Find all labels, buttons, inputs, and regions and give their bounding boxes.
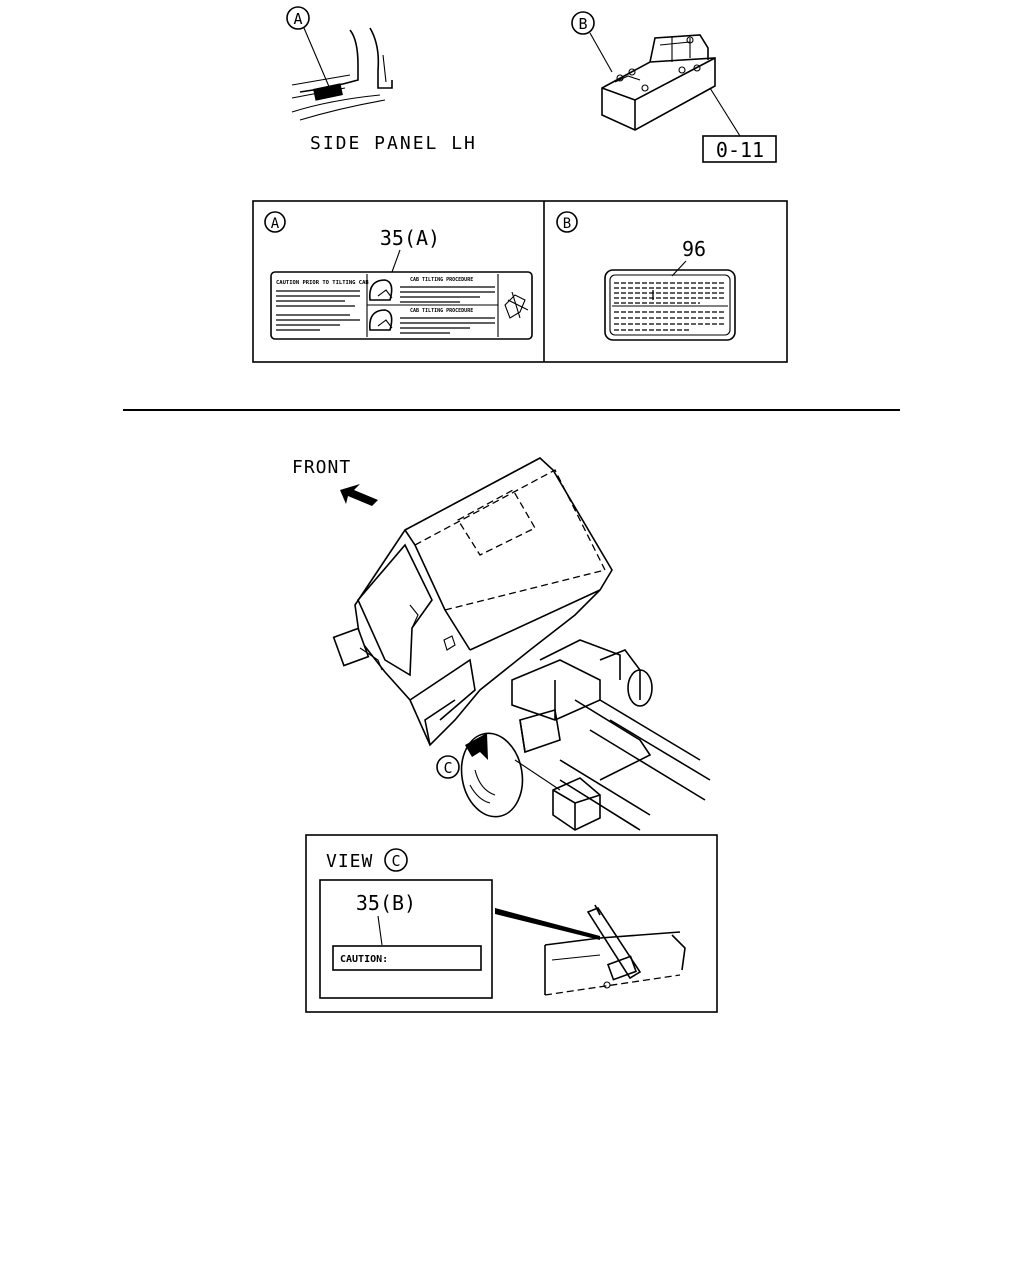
wheel <box>460 732 524 818</box>
callout-c-label: C <box>443 759 452 777</box>
front-arrow-icon <box>340 484 378 506</box>
callout-a-label: A <box>293 10 302 28</box>
side-panel-view: A SIDE PANEL LH <box>286 6 477 154</box>
callout-b-circle <box>571 11 595 35</box>
view-c-panel: VIEW C 35(B) CAUTION: <box>305 834 718 1013</box>
component-b-view: B 0-11 <box>571 11 777 163</box>
caution-text: CAUTION: <box>340 954 388 965</box>
view-c-frame <box>305 834 718 1013</box>
view-c-title: VIEW <box>326 851 373 872</box>
detail-a-callout: A <box>271 216 280 232</box>
detail-b-callout: B <box>563 216 571 232</box>
caution-detail-frame <box>319 879 493 999</box>
tilt-lever-sketch <box>544 904 686 996</box>
mirror <box>332 627 370 667</box>
callout-b-label: B <box>578 15 587 33</box>
caution-label <box>332 945 482 971</box>
ref-box <box>702 135 777 163</box>
truck-view: FRONT C <box>292 457 711 831</box>
callout-a-circle <box>286 6 310 30</box>
detail-frame <box>252 200 788 363</box>
ref-box-label: 0-11 <box>716 138 764 162</box>
detail-panel: A 35(A) CAUTION PRIOR TO TILTING CAB CAB… <box>252 200 788 363</box>
label-heading-right-1: CAB TILTING PROCEDURE <box>410 277 473 283</box>
label-heading-right-2: CAB TILTING PROCEDURE <box>410 308 473 314</box>
label-patch <box>313 83 343 101</box>
cab-tilting-label-icon: CAUTION PRIOR TO TILTING CAB CAB TILTING… <box>270 271 533 340</box>
instruction-label-icon <box>604 269 736 341</box>
label-heading-left: CAUTION PRIOR TO TILTING CAB <box>276 280 369 286</box>
view-c-callout: C <box>391 852 400 870</box>
front-label: FRONT <box>292 457 351 478</box>
view-c-arrow-icon <box>465 733 488 760</box>
side-panel-label: SIDE PANEL LH <box>310 133 477 154</box>
view-c-part-no: 35(B) <box>356 891 416 915</box>
detail-b-part-no: 96 <box>682 237 706 261</box>
detail-a-part-no: 35(A) <box>380 226 440 250</box>
